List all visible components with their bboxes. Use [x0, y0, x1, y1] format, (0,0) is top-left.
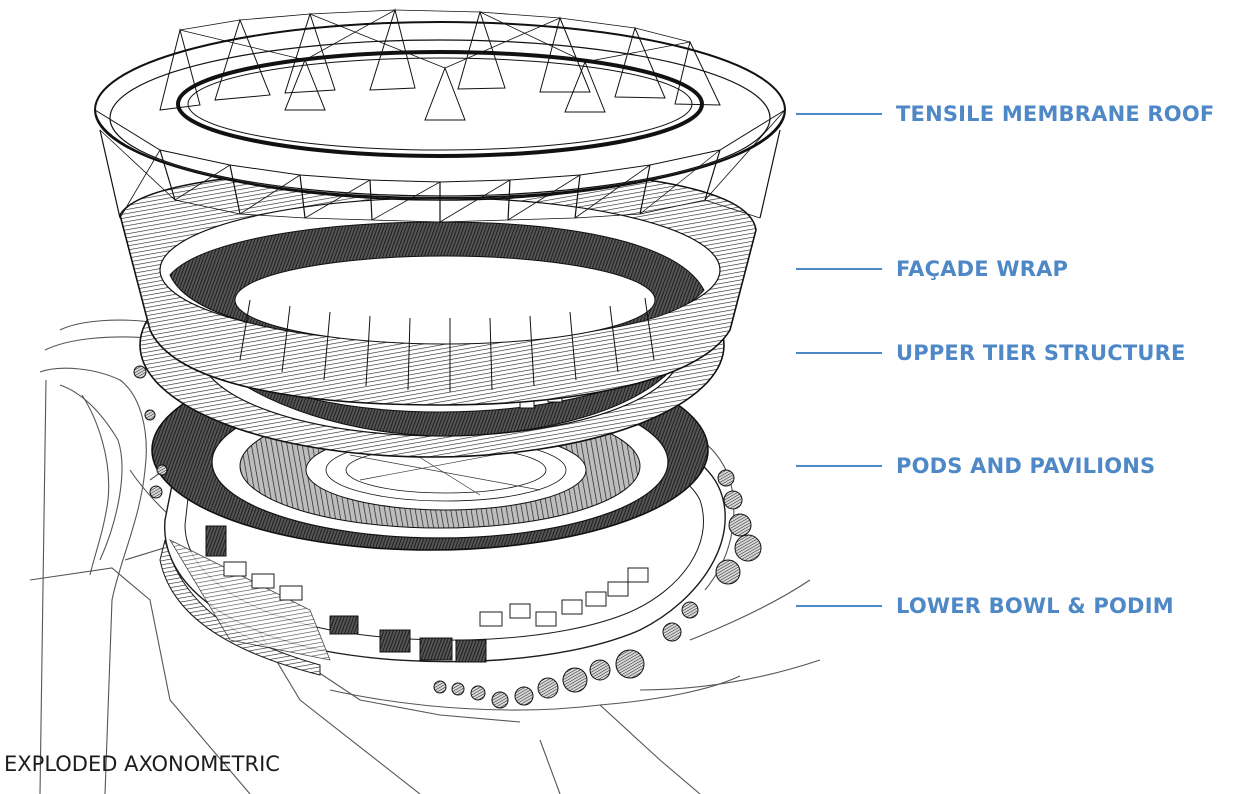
leader-lower-bowl [796, 605, 882, 607]
label-lower-bowl-podium: LOWER BOWL & PODIM [896, 594, 1174, 618]
leader-roof [796, 113, 882, 115]
leader-upper-tier [796, 352, 882, 354]
leader-facade [796, 268, 882, 270]
tensile-roof-icon [94, 8, 786, 223]
label-upper-tier-structure: UPPER TIER STRUCTURE [896, 341, 1186, 365]
label-pods-and-pavilions: PODS AND PAVILIONS [896, 454, 1156, 478]
label-tensile-membrane-roof: TENSILE MEMBRANE ROOF [896, 102, 1215, 126]
facade-wrap-icon [119, 167, 757, 406]
leader-pods [796, 465, 882, 467]
label-facade-wrap: FAÇADE WRAP [896, 257, 1069, 281]
tree-icon [133, 365, 762, 709]
drawing-caption: EXPLODED AXONOMETRIC [4, 752, 280, 776]
